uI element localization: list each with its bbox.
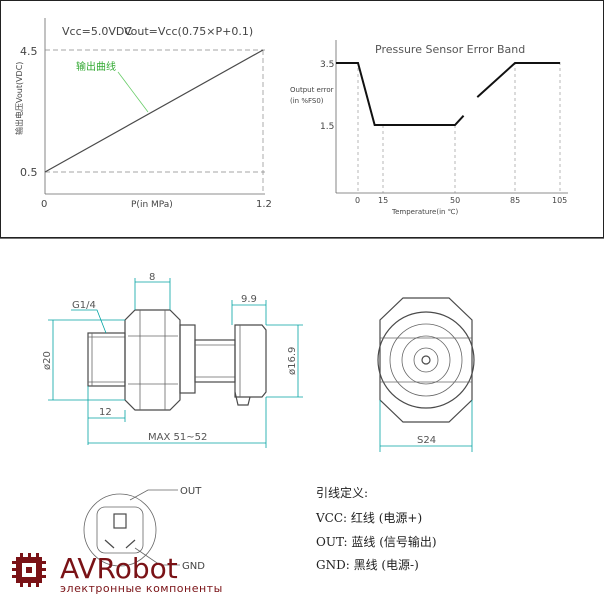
body-neck xyxy=(179,324,196,394)
hex-body xyxy=(124,309,181,411)
end-view-ring-2 xyxy=(389,323,463,397)
chip-icon xyxy=(12,553,46,587)
output-voltage-chart: Vcc=5.0VDC Vout=Vcc(0.75×P+0.1) 输出曲线 4.5… xyxy=(14,18,272,210)
pin-gnd xyxy=(125,539,136,549)
formula-vcc: Vcc=5.0VDC xyxy=(62,25,132,38)
dim-dia-20-text: ø20 xyxy=(42,351,53,370)
dim-8-text: 8 xyxy=(149,272,155,283)
end-view-outer-ring xyxy=(377,311,475,409)
end-view-port xyxy=(421,355,431,365)
gnd-leader xyxy=(134,547,180,566)
error-x-tick-0: 0 xyxy=(355,196,360,205)
dim-9-9-text: 9.9 xyxy=(241,294,257,305)
y-tick-4-5: 4.5 xyxy=(20,45,38,58)
error-band-line-b xyxy=(476,62,560,98)
error-x-tick-105: 105 xyxy=(552,196,567,205)
error-x-tick-15: 15 xyxy=(378,196,388,205)
error-x-tick-85: 85 xyxy=(510,196,520,205)
x-tick-1-2: 1.2 xyxy=(256,199,272,210)
logo-name: AVRobot xyxy=(60,552,178,585)
pin-view-outer xyxy=(83,493,157,567)
thread-label: G1/4 xyxy=(72,300,96,311)
avrobot-logo: AVRobot электронные компоненты xyxy=(12,552,223,595)
dim-dia-16-9-text: ø16.9 xyxy=(287,347,298,375)
out-label: OUT xyxy=(180,486,202,497)
wiring-out: OUT: 蓝线 (信号输出) xyxy=(316,534,437,549)
wiring-gnd: GND: 黑线 (电源-) xyxy=(316,558,419,572)
error-band-chart: Pressure Sensor Error Band 3.5 1.5 Outpu… xyxy=(290,40,568,216)
error-y-label-2: (in %FS0) xyxy=(290,97,324,105)
logo-tagline: электронные компоненты xyxy=(60,582,223,595)
sensor-side-view: 8 9.9 G1/4 ø20 ø16.9 12 MAX 51~52 xyxy=(42,272,303,448)
y-axis-label: 输出电压Vout(VDC) xyxy=(14,62,24,135)
error-y-label-1: Output error xyxy=(290,86,334,94)
threaded-port xyxy=(87,332,126,387)
out-leader xyxy=(129,489,178,501)
connector-latch xyxy=(234,391,251,406)
error-chart-title: Pressure Sensor Error Band xyxy=(375,43,525,56)
dim-12-text: 12 xyxy=(99,407,112,418)
curve-callout-label: 输出曲线 xyxy=(76,60,116,73)
end-view-ring-4 xyxy=(413,347,439,373)
wiring-vcc: VCC: 红线 (电源+) xyxy=(315,510,422,525)
error-y-tick-3-5: 3.5 xyxy=(320,60,334,70)
error-x-tick-50: 50 xyxy=(450,196,460,205)
wiring-definition: 引线定义: VCC: 红线 (电源+) OUT: 蓝线 (信号输出) GND: … xyxy=(315,485,437,572)
connector-head xyxy=(234,324,267,398)
pin-vcc xyxy=(104,539,115,549)
pin-view-housing xyxy=(96,506,144,554)
error-x-axis-label: Temperature(in ℃) xyxy=(391,208,459,216)
x-axis-label: P(in MPa) xyxy=(131,200,173,210)
sensor-end-view: S24 xyxy=(377,297,475,452)
wiring-title: 引线定义: xyxy=(316,485,368,500)
end-view-hex xyxy=(379,297,473,423)
dim-max-text: MAX 51~52 xyxy=(148,432,207,443)
output-curve-line xyxy=(44,49,264,173)
gnd-label: GND xyxy=(182,561,205,572)
thread-leader xyxy=(71,309,107,334)
error-y-tick-1-5: 1.5 xyxy=(320,122,334,132)
end-view-ring-3 xyxy=(401,335,451,385)
pin-out xyxy=(113,513,127,529)
curve-callout-leader xyxy=(117,71,149,113)
connector-stem xyxy=(194,339,236,383)
connector-pin-view: OUT GND xyxy=(83,486,205,572)
formula-vout: Vout=Vcc(0.75×P+0.1) xyxy=(124,25,253,38)
y-tick-0-5: 0.5 xyxy=(20,166,38,179)
x-tick-0: 0 xyxy=(41,199,47,210)
error-band-line-a xyxy=(336,62,465,126)
dim-s24-text: S24 xyxy=(417,435,436,446)
